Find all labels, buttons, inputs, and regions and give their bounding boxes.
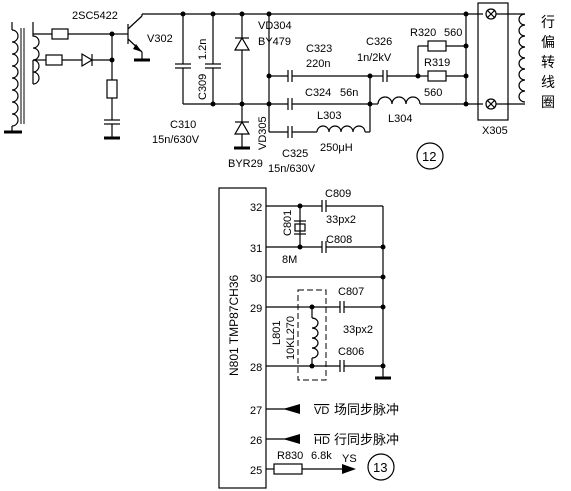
base-resistor — [51, 28, 69, 40]
resistor-r320 — [427, 40, 447, 52]
capacitor-c309 — [205, 14, 221, 104]
r320-value: 560 — [444, 27, 462, 39]
transistor-type-label: 2SC5422 — [72, 10, 118, 22]
capacitor-c326 — [370, 70, 418, 82]
pin-26: 26 — [250, 435, 262, 447]
l303-value: 250μH — [320, 142, 353, 154]
inductor-l303 — [287, 125, 370, 138]
yoke-label-char-3: 转 — [541, 54, 555, 70]
c323-label: C323 — [306, 43, 332, 55]
r320-label: R320 — [410, 27, 436, 39]
l304-label: L304 — [388, 113, 412, 125]
pin-32: 32 — [250, 202, 262, 214]
r830-label: R830 — [277, 450, 303, 462]
inductor-l801 — [311, 317, 319, 359]
pin-31: 31 — [250, 243, 262, 255]
figure-number-circle-2 — [367, 453, 395, 481]
c309-label: C309 — [197, 74, 209, 100]
c309-value: 1.2n — [197, 39, 209, 60]
capacitor-c310 — [175, 14, 191, 104]
yoke-label-char-1: 行 — [541, 14, 555, 30]
figure-number-13: 13 — [373, 460, 387, 475]
ys-label: YS — [342, 453, 357, 465]
ic-label: N801 TMP87CH36 — [227, 275, 241, 376]
r830-value: 6.8k — [311, 450, 332, 462]
hd-signal-label: HD — [314, 435, 330, 447]
c323-value: 220n — [306, 58, 330, 70]
vd-signal-label: VD — [314, 405, 329, 417]
yoke-label-char-2: 偏 — [541, 34, 555, 50]
figure-number-12: 12 — [422, 149, 436, 164]
resistor-r319 — [427, 70, 447, 82]
base-diode — [81, 52, 94, 68]
crystal-freq-label: 8M — [282, 254, 297, 266]
pin-30: 30 — [250, 273, 262, 285]
c326-value: 1n/2kV — [357, 52, 392, 64]
ys-arrow — [342, 464, 356, 474]
c806-label: C806 — [338, 346, 364, 358]
pin-25: 25 — [250, 465, 262, 477]
c801-label: C801 — [282, 210, 294, 236]
pin-28: 28 — [250, 362, 262, 374]
horizontal-output-circuit: 2SC5422 V302 C310 15n/630V 1.2n — [4, 2, 555, 175]
transistor-v302 — [112, 14, 150, 62]
capacitor-c324 — [287, 98, 370, 110]
c325-label: C325 — [282, 148, 308, 160]
l801-dashed-box — [297, 289, 327, 381]
resistor-r830 — [273, 463, 303, 475]
vd304-label: VD304 — [258, 20, 292, 32]
l303-label: L303 — [317, 110, 341, 122]
c809-label: C809 — [325, 188, 351, 200]
pin-27: 27 — [250, 405, 262, 417]
c310-label: C310 — [170, 119, 196, 131]
driver-transformer — [4, 22, 40, 134]
vd-arrow — [283, 404, 300, 414]
vd304-type: BY479 — [258, 36, 291, 48]
figure-number-circle — [416, 142, 444, 170]
vd305-label: VD305 — [257, 116, 269, 150]
crystal-c801 — [294, 220, 306, 235]
c324-label: C324 — [305, 87, 331, 99]
inductor-l304 — [370, 96, 466, 105]
yoke-label-char-5: 圈 — [541, 94, 555, 110]
base-bias-resistor — [106, 79, 118, 99]
c324-value: 56n — [340, 87, 358, 99]
capacitor-c323 — [287, 70, 370, 82]
c326-label: C326 — [366, 36, 392, 48]
hd-arrow — [283, 434, 300, 444]
deflection-yoke-coil — [518, 13, 526, 103]
c809-value: 33px2 — [326, 214, 356, 226]
base-resistor-2 — [45, 54, 63, 66]
l801-value: 10KL270 — [285, 316, 297, 360]
microcontroller-circuit: N801 TMP87CH36 32 31 30 29 28 27 26 25 C… — [218, 187, 399, 489]
hd-description: 行同步脉冲 — [334, 432, 399, 447]
diode-vd304 — [233, 14, 251, 104]
l801-label: L801 — [271, 321, 283, 345]
ic-n801-body — [218, 187, 267, 489]
byr29-label: BYR29 — [228, 158, 263, 170]
c808-label: C808 — [326, 234, 352, 246]
c807-value: 33px2 — [343, 324, 373, 336]
transistor-ref-label: V302 — [147, 33, 173, 45]
r319-value: 560 — [424, 87, 442, 99]
r319-label: R319 — [424, 57, 450, 69]
c310-value: 15n/630V — [152, 134, 200, 146]
pin-29: 29 — [250, 303, 262, 315]
vd-description: 场同步脉冲 — [334, 402, 399, 417]
c325-value: 15n/630V — [268, 163, 316, 175]
connector-x305 — [477, 2, 525, 121]
c807-label: C807 — [338, 286, 364, 298]
diode-vd305 — [233, 104, 251, 150]
x305-label: X305 — [482, 125, 508, 137]
yoke-label-char-4: 线 — [541, 74, 555, 90]
